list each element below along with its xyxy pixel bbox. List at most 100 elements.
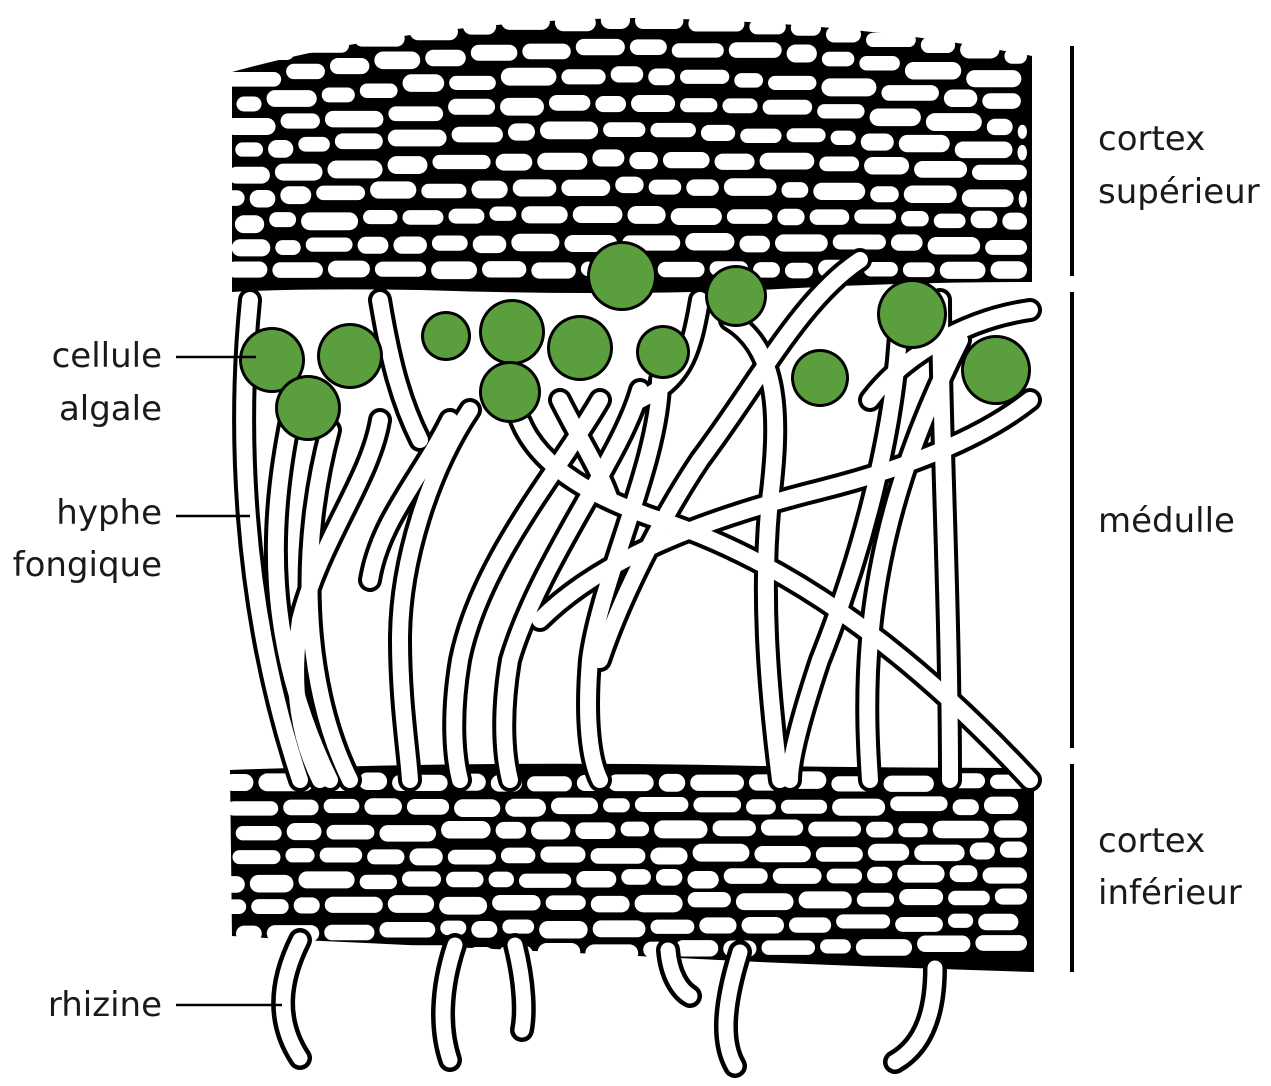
cortex-cell [287,823,322,840]
cortex-cell [820,939,851,953]
cortex-cell [659,774,686,792]
cortex-cell [388,130,447,147]
cortex-cell [687,871,718,889]
cortex-cell [859,56,900,71]
cortex-cell [275,240,300,255]
cortex-cell [787,128,826,142]
rhizine [515,945,524,1030]
cortex-cell [379,922,435,937]
cortex-cell [501,848,535,864]
cortex-cell [970,842,995,859]
cortex-cell [671,208,722,225]
cortex-cell [905,62,961,80]
cortex-cell [591,848,646,864]
cortex-cell [861,134,894,151]
cortex-cell [272,262,323,278]
cortex-cell [301,212,358,230]
cortex-cell [325,111,384,128]
cortex-cell [324,799,360,813]
cortex-cell [576,871,616,888]
cortex-cell [522,44,570,60]
cortex-cell [505,799,546,817]
cortex-cell [680,98,717,112]
cortex-cell [502,920,534,934]
cortex-cell [363,210,397,224]
cortex-cell [898,823,927,837]
cortex-cell [236,826,282,840]
cortex-cell [864,157,909,175]
cortex-cell [318,950,353,964]
cortex-cell [306,238,353,252]
cortex-cell [325,897,383,913]
cortex-cell [388,156,428,174]
cortex-cell [1017,145,1027,161]
cortex-cell [688,16,744,31]
cortex-cell [251,899,288,914]
cortex-cell [298,137,330,152]
cortex-cell [549,95,590,111]
algal-cell [424,314,468,358]
cortex-cell [914,161,967,178]
cortex-cell [219,876,244,893]
cortex-cell [742,917,784,934]
cortex-cell [226,118,276,135]
algal-cell [278,378,338,438]
label-fungal-hypha-line1: hyphe [56,493,162,533]
cortex-cell [354,30,405,46]
cortex-cell [555,14,596,31]
cortex-cell [884,776,934,792]
label-upper-cortex: cortex supérieur [1072,46,1260,276]
cortex-cell [727,209,773,224]
cortex-cell [611,66,644,82]
cortex-cell [379,825,436,841]
cortex-cell [250,875,294,893]
cortex-cell [316,186,365,200]
cortex-cell [827,869,862,884]
cortex-cell [746,799,776,814]
cortex-cell [281,113,320,128]
cortex-cell [268,140,293,158]
cortex-cell [832,799,885,816]
cortex-cell [235,215,264,233]
cortex-cell [322,87,355,102]
cortex-cell [761,819,803,835]
cortex-cell [328,261,370,278]
algal-cell [320,326,380,386]
cortex-cell [782,182,809,198]
algal-cell [550,318,610,378]
cortex-cell [787,45,817,63]
cortex-cell [635,797,689,812]
cortex-cell [808,822,861,837]
cortex-cell [870,108,921,126]
cortex-cell [895,917,943,932]
cortex-cell [593,920,646,937]
cortex-cell [440,921,466,935]
cortex-cell [904,186,957,203]
cortex-cell [402,210,443,225]
cortex-cell [631,95,675,112]
cortex-cell [699,917,736,933]
cortex-cell [994,820,1027,837]
cortex-cell [870,186,899,202]
cortex-cell [635,13,683,29]
cortex-cell [439,897,487,915]
cortex-cell [897,865,944,883]
cortex-cell [546,895,586,910]
cortex-cell [1002,213,1027,230]
cortex-cell [817,104,864,118]
cortex-cell [785,263,813,279]
cortex-cell [364,798,402,815]
cortex-cell [454,799,500,817]
cortex-cell [367,849,404,864]
cortex-cell [250,190,276,208]
cortex-cell [713,820,756,836]
cortex-cell [1004,48,1027,63]
cortex-cell [978,914,1018,930]
algal-cell [590,244,654,308]
cortex-cell [269,212,296,227]
cortex-cell [693,797,741,812]
cortex-cell [926,113,982,131]
cortex-cell [551,798,598,815]
algal-cell [708,268,764,324]
cortex-cell [448,99,495,115]
